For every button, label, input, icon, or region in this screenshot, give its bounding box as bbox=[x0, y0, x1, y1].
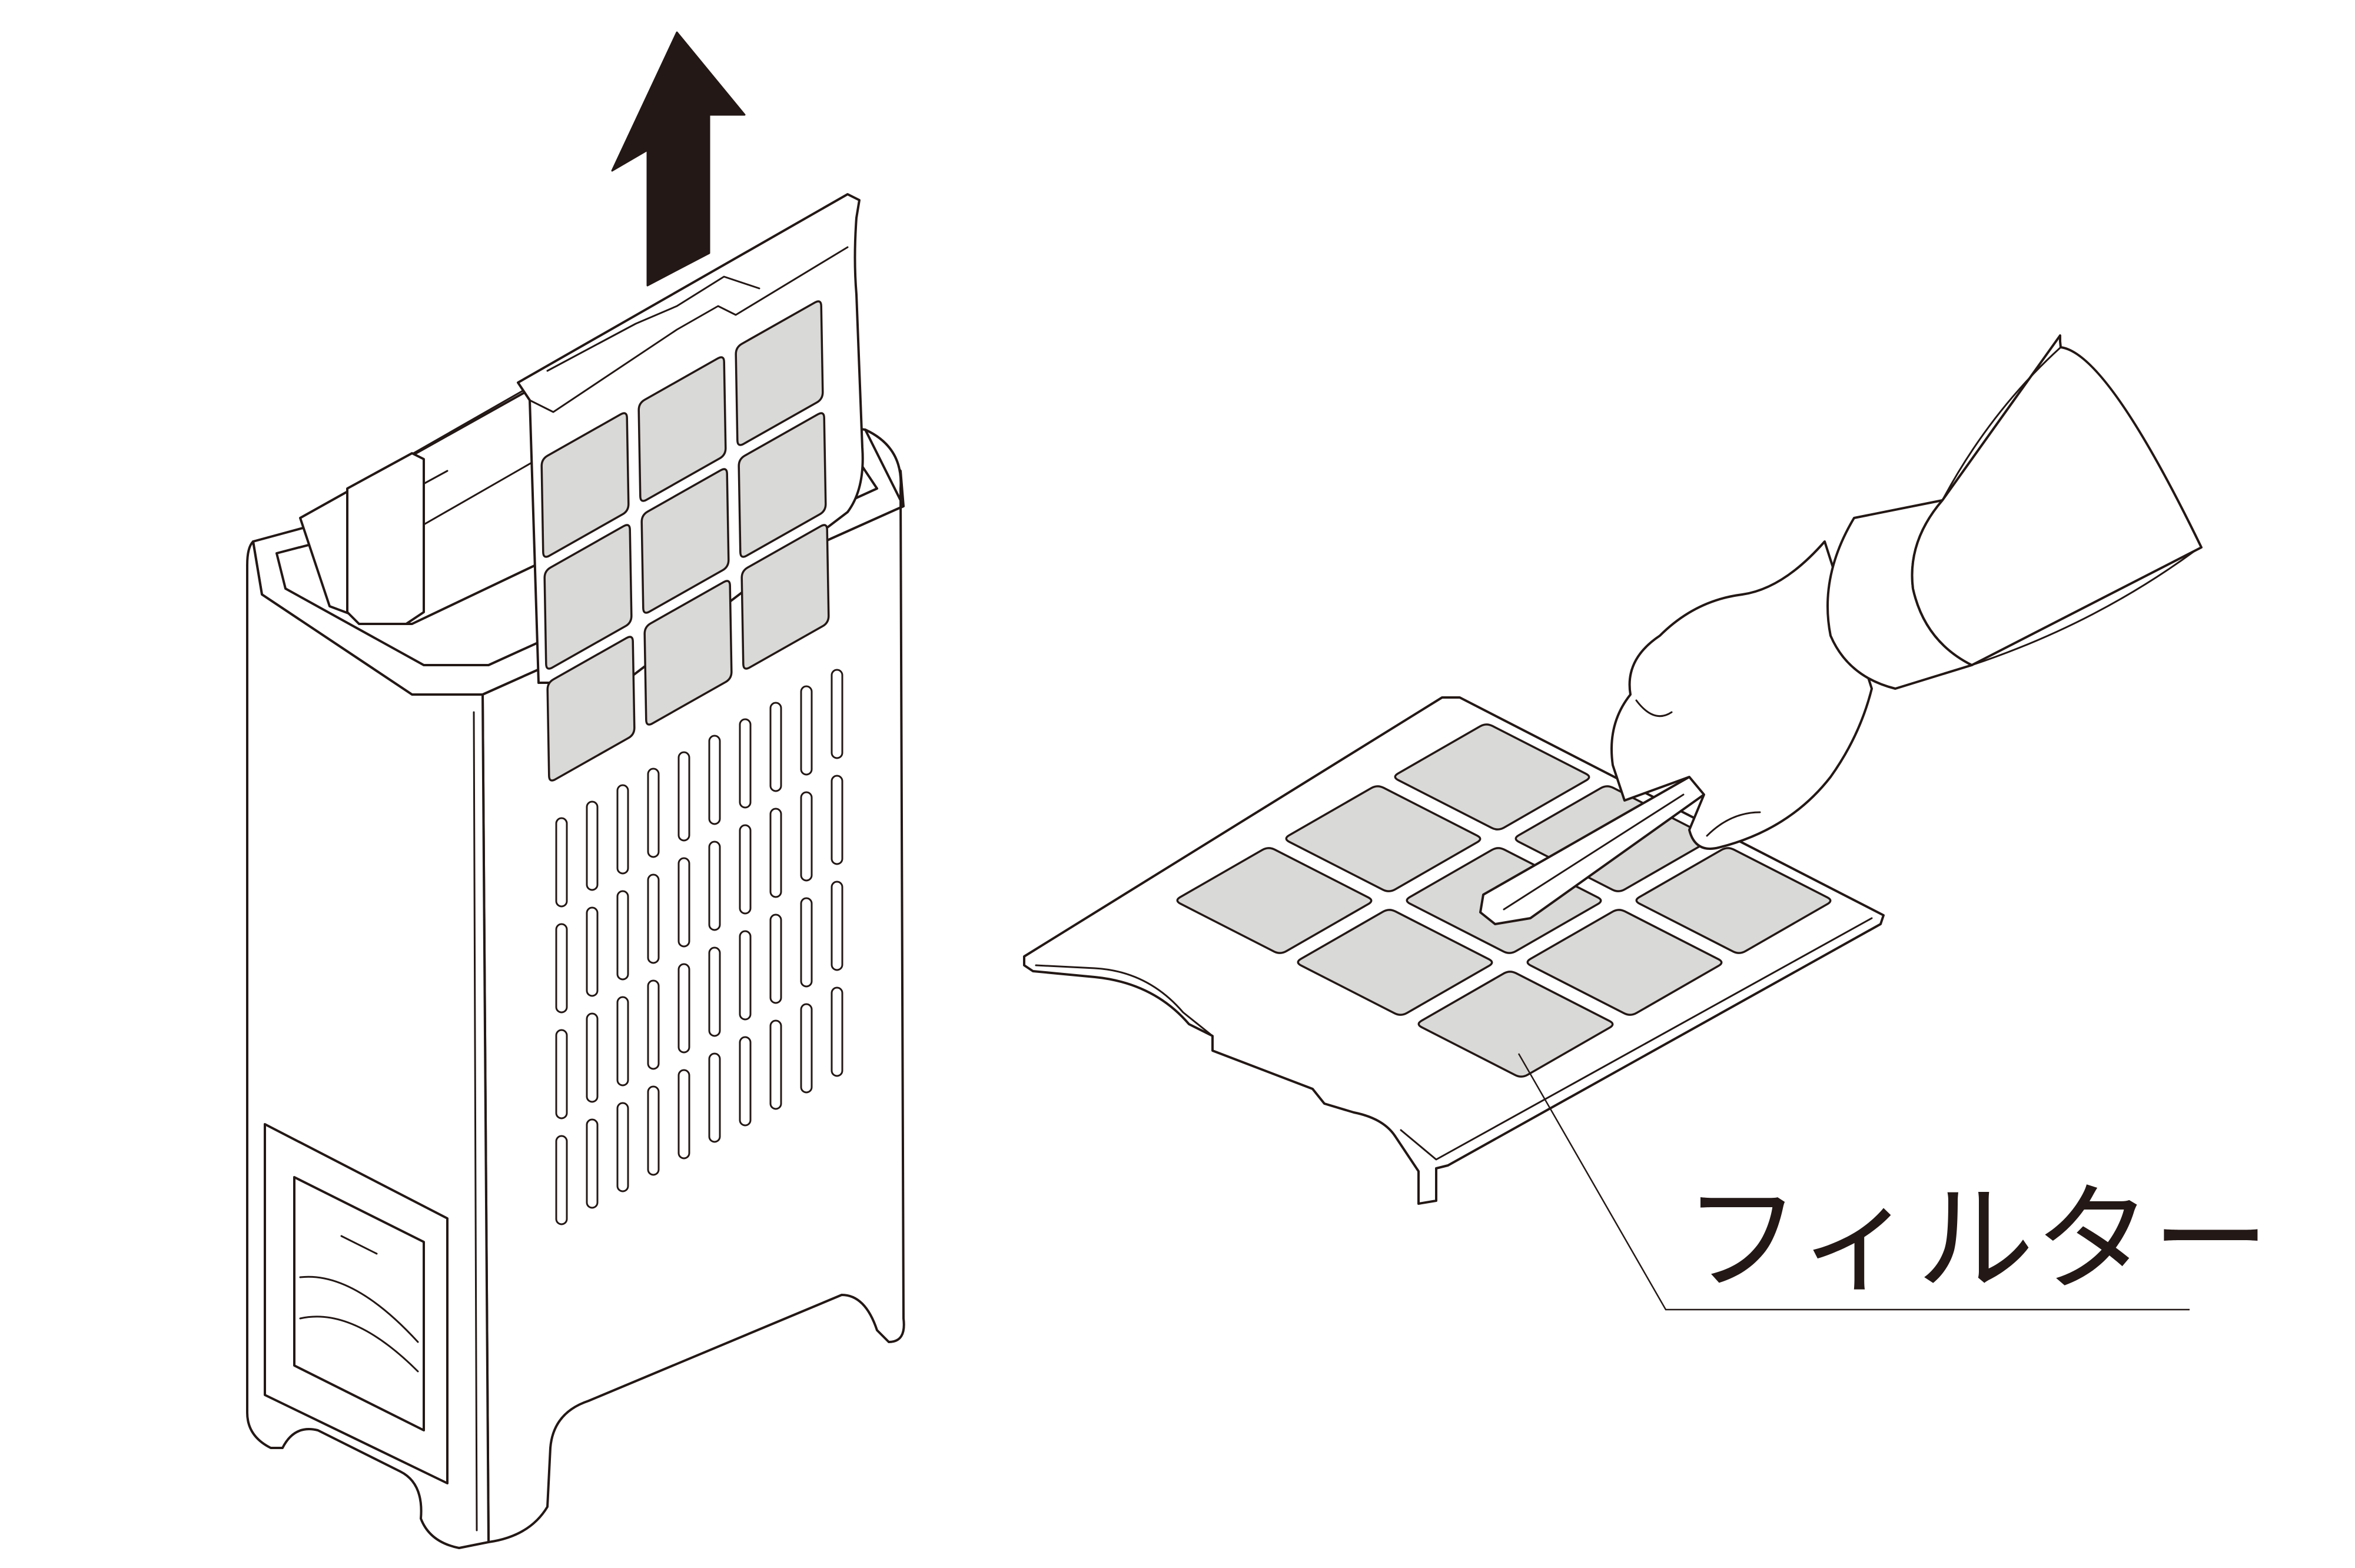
vent-slot bbox=[739, 1036, 752, 1127]
vent-slot bbox=[586, 1118, 599, 1209]
vent-slot bbox=[831, 669, 843, 759]
vent-slot bbox=[831, 986, 843, 1077]
vent-slot bbox=[647, 873, 660, 964]
vent-slot bbox=[616, 890, 629, 981]
vent-slot bbox=[647, 768, 660, 858]
vent-slot bbox=[739, 930, 752, 1021]
vent-slot bbox=[708, 735, 721, 825]
unit-front-panel-edge bbox=[473, 711, 478, 1532]
vent-slot bbox=[647, 1085, 660, 1176]
unit-vent-slots bbox=[555, 669, 843, 1225]
vent-slot bbox=[677, 751, 690, 842]
vent-slot bbox=[708, 1052, 721, 1143]
vent-slot bbox=[800, 1003, 813, 1094]
vent-slot bbox=[677, 857, 690, 948]
vent-slot bbox=[800, 897, 813, 988]
filter-mesh-cell bbox=[640, 468, 730, 614]
filter-left-handle bbox=[546, 275, 760, 372]
filter-mesh-cell bbox=[546, 636, 636, 782]
unit-handle-bar bbox=[346, 452, 425, 625]
filter-mesh-cell bbox=[735, 300, 824, 446]
hand-with-sleeve bbox=[1610, 334, 2203, 850]
hand bbox=[1610, 540, 1873, 850]
filter-mesh-cell bbox=[1635, 847, 1832, 954]
filter-mesh-cell bbox=[643, 580, 733, 726]
filter-left bbox=[517, 193, 864, 782]
filter-right-frame-inner bbox=[1035, 917, 1873, 1161]
filter-mesh-cell bbox=[1285, 785, 1482, 892]
filter-mesh-cell bbox=[637, 356, 727, 502]
vent-slot bbox=[800, 791, 813, 882]
vent-slot bbox=[831, 775, 843, 865]
filter-mesh-cell bbox=[740, 524, 830, 670]
filter-mesh-cell bbox=[1394, 723, 1590, 830]
dehumidifier-unit bbox=[246, 193, 905, 1549]
vent-slot bbox=[616, 784, 629, 875]
filter-right bbox=[1023, 696, 1885, 1205]
vent-slot bbox=[708, 946, 721, 1037]
vent-slot bbox=[769, 1019, 782, 1110]
filter-mesh-cell bbox=[1526, 909, 1723, 1016]
vent-slot bbox=[586, 1012, 599, 1103]
callout-leader-line bbox=[1517, 1053, 2190, 1311]
vacuum-nozzle-slot bbox=[1503, 793, 1685, 911]
vent-slot bbox=[769, 702, 782, 792]
vent-slot bbox=[616, 1102, 629, 1192]
filter-mesh-cell bbox=[1417, 971, 1614, 1078]
vent-slot bbox=[800, 685, 813, 776]
vent-slot bbox=[769, 808, 782, 898]
vent-slot bbox=[677, 963, 690, 1054]
vent-slot bbox=[647, 979, 660, 1070]
sleeve bbox=[1911, 334, 2203, 666]
filter-mesh-cell bbox=[543, 524, 633, 670]
vent-slot bbox=[739, 718, 752, 809]
water-tank-handle bbox=[299, 1235, 419, 1373]
vent-slot bbox=[555, 817, 568, 908]
hand-finger-line bbox=[1635, 699, 1761, 837]
vent-slot bbox=[586, 800, 599, 891]
vent-slot bbox=[555, 1029, 568, 1119]
filter-left-mesh bbox=[540, 300, 830, 782]
vent-slot bbox=[739, 824, 752, 915]
vent-slot bbox=[555, 1135, 568, 1225]
filter-callout: フィルター bbox=[1517, 1053, 2270, 1311]
callout-label: フィルター bbox=[1683, 1171, 2270, 1308]
vent-slot bbox=[586, 906, 599, 997]
filter-left-tab bbox=[529, 246, 849, 413]
vent-slot bbox=[831, 881, 843, 971]
filter-mesh-cell bbox=[738, 412, 827, 558]
sleeve-edge bbox=[1941, 346, 2197, 666]
vent-slot bbox=[677, 1069, 690, 1160]
filter-mesh-cell bbox=[540, 412, 630, 558]
water-tank-window bbox=[293, 1176, 425, 1431]
vent-slot bbox=[555, 923, 568, 1014]
vent-slot bbox=[708, 841, 721, 931]
filter-mesh-cell bbox=[1176, 847, 1373, 954]
arrow-up-icon bbox=[611, 31, 746, 287]
filter-mesh-cell bbox=[1297, 909, 1493, 1016]
vent-slot bbox=[769, 913, 782, 1004]
vent-slot bbox=[616, 996, 629, 1087]
